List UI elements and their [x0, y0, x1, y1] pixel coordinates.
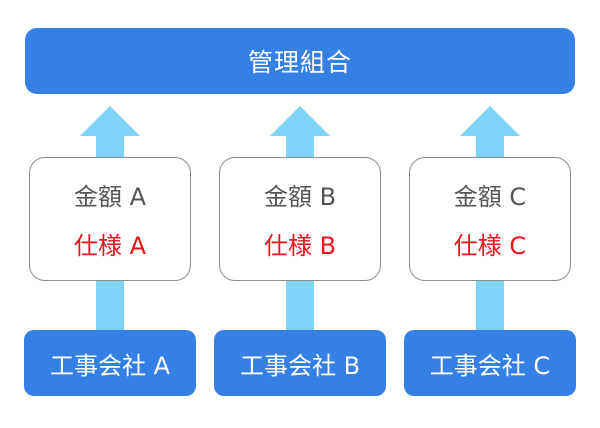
- arrow-shaft-a-lower: [96, 281, 124, 330]
- arrow-up-a-upper: [80, 106, 140, 157]
- info-box-a: 金額 A 仕様 A: [29, 157, 191, 281]
- arrow-shaft-c-lower: [476, 281, 504, 330]
- amount-label-b: 金額 B: [263, 183, 337, 211]
- arrow-shaft-b-lower: [286, 281, 314, 330]
- company-box-c: 工事会社 C: [404, 330, 576, 396]
- arrow-up-b-upper: [270, 106, 330, 157]
- amount-label-c: 金額 C: [453, 183, 527, 211]
- spec-label-a: 仕様 A: [73, 232, 147, 260]
- company-label-c: 工事会社 C: [429, 351, 551, 380]
- company-box-b: 工事会社 B: [214, 330, 386, 396]
- management-union-box: 管理組合: [25, 28, 575, 94]
- management-union-label: 管理組合: [247, 48, 352, 77]
- spec-label-c: 仕様 C: [453, 232, 527, 260]
- info-box-b: 金額 B 仕様 B: [219, 157, 381, 281]
- company-label-b: 工事会社 B: [239, 351, 361, 380]
- company-label-a: 工事会社 A: [49, 351, 171, 380]
- info-box-c: 金額 C 仕様 C: [409, 157, 571, 281]
- company-box-a: 工事会社 A: [24, 330, 196, 396]
- arrow-up-c-upper: [460, 106, 520, 157]
- spec-label-b: 仕様 B: [263, 232, 337, 260]
- amount-label-a: 金額 A: [73, 183, 147, 211]
